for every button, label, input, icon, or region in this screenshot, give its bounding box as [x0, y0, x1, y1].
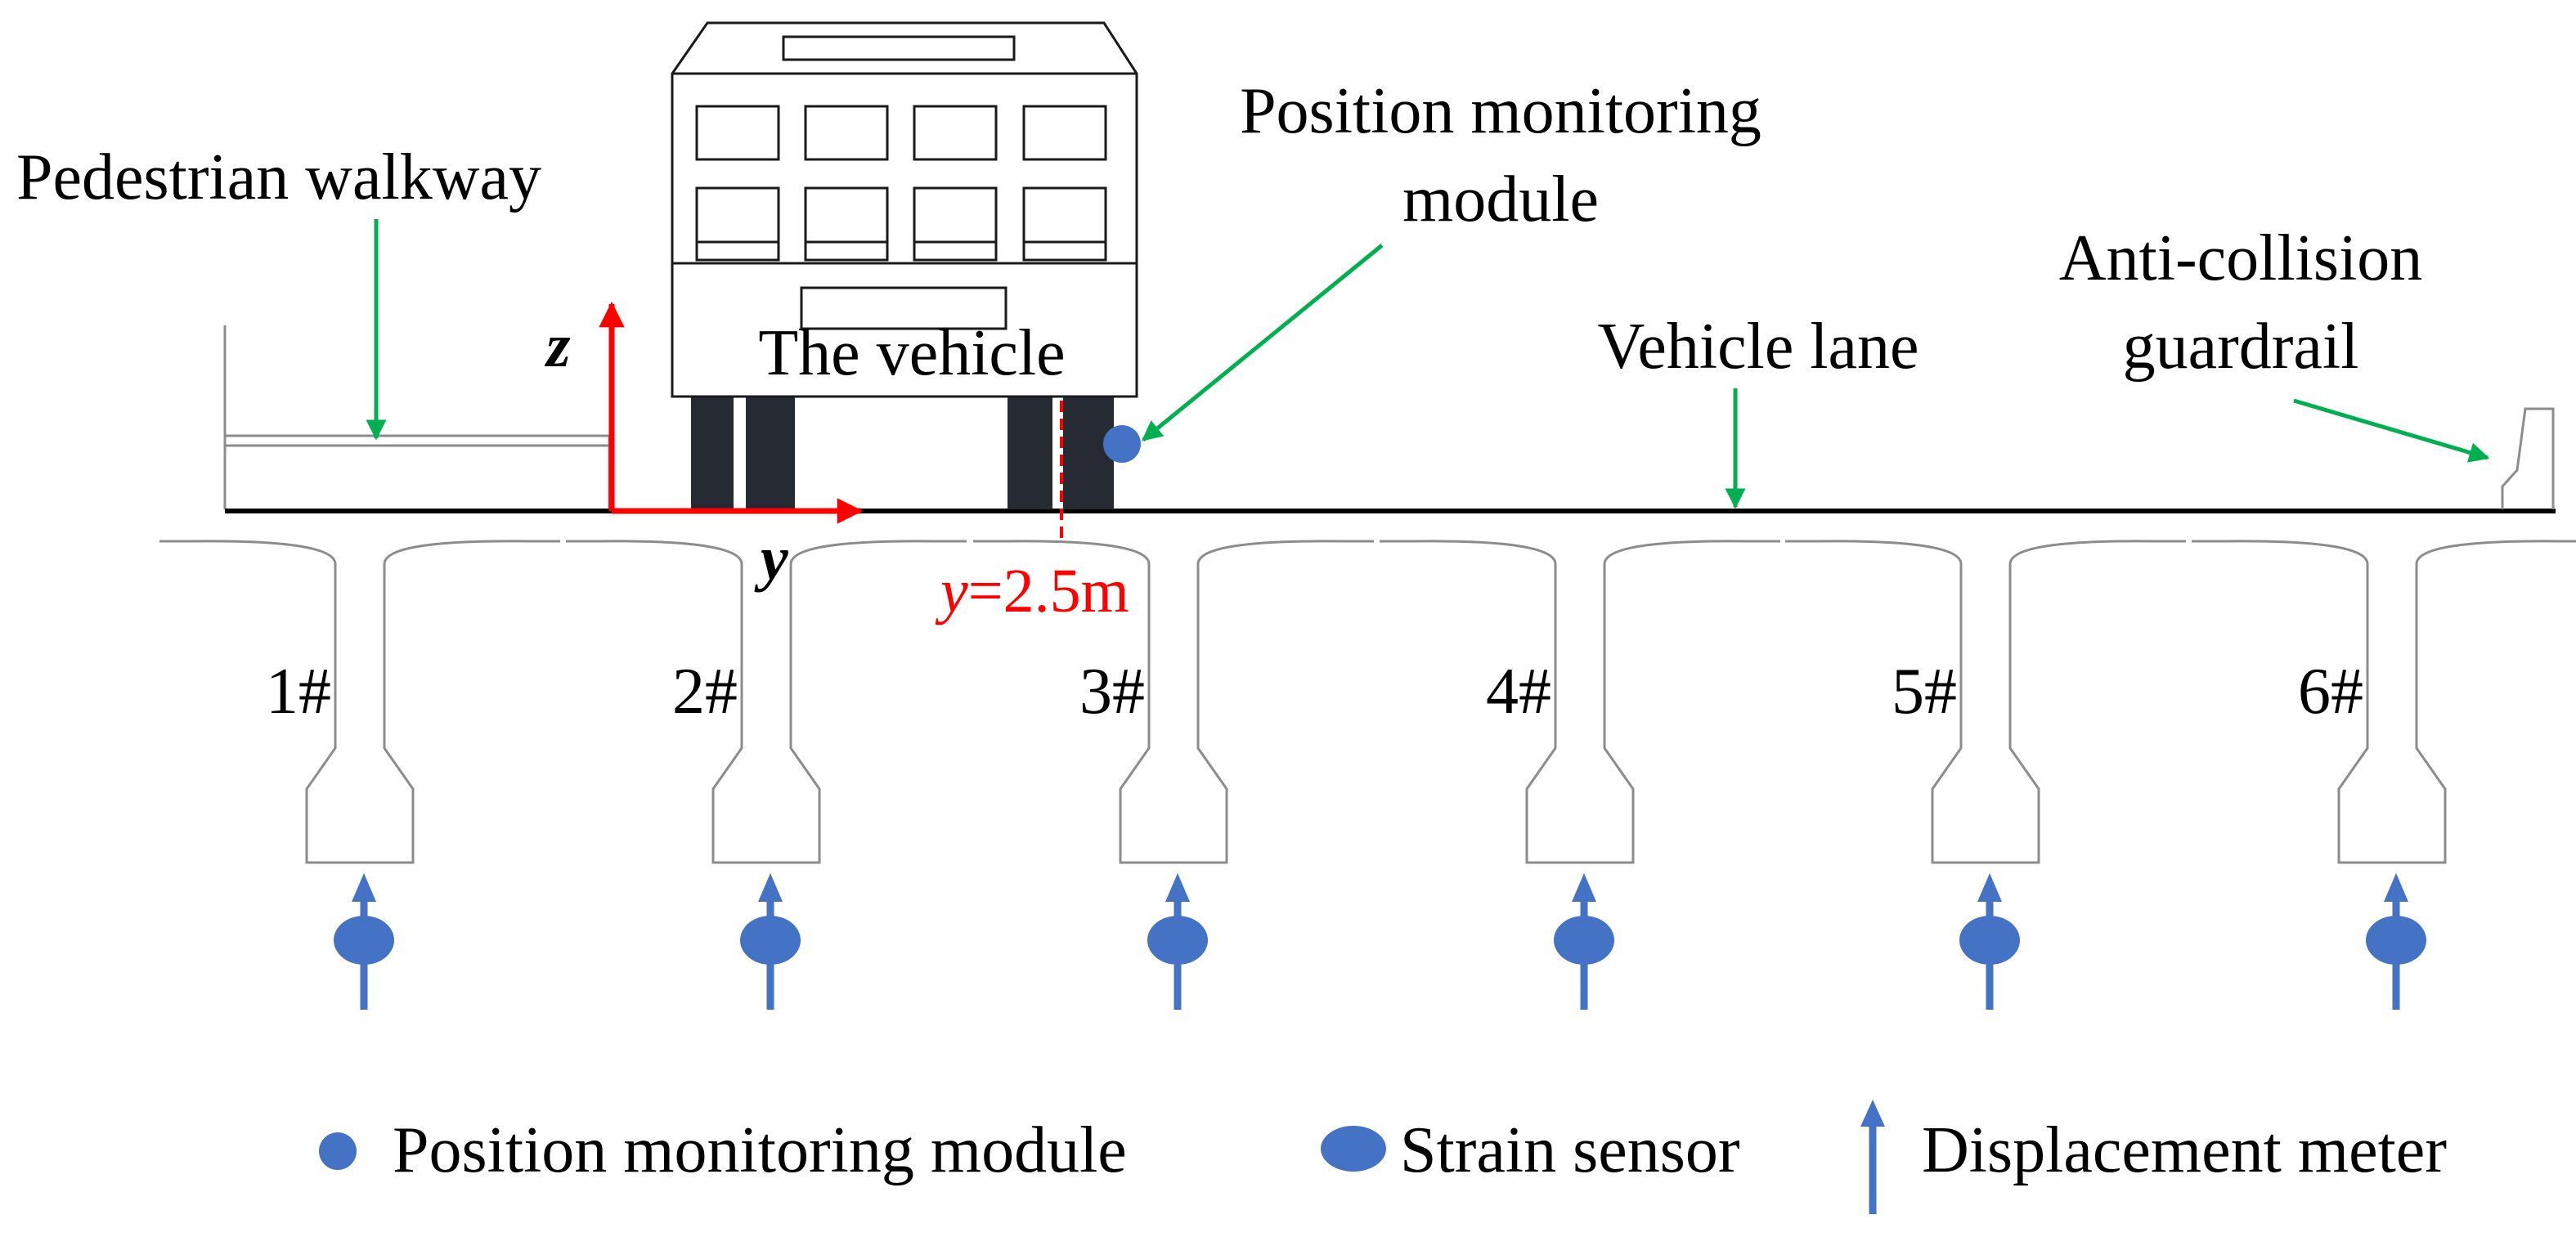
- girder-beam: [566, 540, 967, 864]
- vehicle-windows: [695, 105, 1107, 262]
- anti-collision-label-line1: Anti-collision: [2059, 222, 2422, 294]
- anti-collision-guardrail: [2501, 407, 2555, 509]
- girder-label: 3#: [1079, 656, 1145, 728]
- girder-beam: [1785, 540, 2186, 864]
- legend: Position monitoring module Strain sensor…: [319, 1100, 2447, 1214]
- legend-displacement-meter-icon: [1860, 1100, 1885, 1214]
- vehicle-body: [671, 21, 1138, 398]
- vehicle-lane-label: Vehicle lane: [1597, 311, 1919, 383]
- girders: [159, 540, 2576, 864]
- girder-label: 1#: [266, 656, 331, 728]
- strain-sensor-icon: [740, 916, 801, 965]
- annotation-arrows: [366, 219, 2490, 509]
- girder-label: 2#: [672, 656, 738, 728]
- vehicle: The vehicle: [671, 21, 1138, 509]
- axis-z-label: z: [544, 311, 571, 380]
- girder-label: 5#: [1892, 656, 1957, 728]
- strain-sensor-icon: [1959, 916, 2020, 965]
- strain-sensor-icon: [1554, 916, 1614, 965]
- strain-sensor-icon: [2366, 916, 2426, 965]
- girder-label: 4#: [1486, 656, 1551, 728]
- girder-beam: [973, 540, 1374, 864]
- axis-y-label: y: [754, 524, 788, 593]
- girder-beam: [1380, 540, 1780, 864]
- girder-label: 6#: [2298, 656, 2363, 728]
- position-monitoring-label-line2: module: [1402, 164, 1599, 235]
- position-monitoring-label-line1: Position monitoring: [1240, 75, 1761, 147]
- vehicle-label: The vehicle: [758, 317, 1065, 389]
- anti-collision-label-line2: guardrail: [2123, 311, 2359, 383]
- legend-displacement-meter-label: Displacement meter: [1922, 1114, 2447, 1186]
- legend-position-module-label: Position monitoring module: [393, 1114, 1127, 1186]
- girder-beam: [159, 540, 560, 864]
- legend-strain-sensor-label: Strain sensor: [1400, 1114, 1740, 1186]
- vehicle-tires: [691, 397, 1114, 509]
- y-position-marker-label: y=2.5m: [935, 557, 1129, 625]
- position-monitoring-module-icon: [1103, 425, 1141, 463]
- legend-position-module-icon: [319, 1132, 357, 1170]
- strain-sensor-icon: [334, 916, 394, 965]
- pedestrian-walkway-label: Pedestrian walkway: [16, 141, 541, 213]
- anti-collision-arrow: [2293, 398, 2490, 463]
- position-monitoring-arrow: [1142, 244, 1384, 441]
- strain-sensor-icon: [1147, 916, 1208, 965]
- legend-strain-sensor-icon: [1321, 1126, 1386, 1172]
- girder-beam: [2192, 540, 2576, 864]
